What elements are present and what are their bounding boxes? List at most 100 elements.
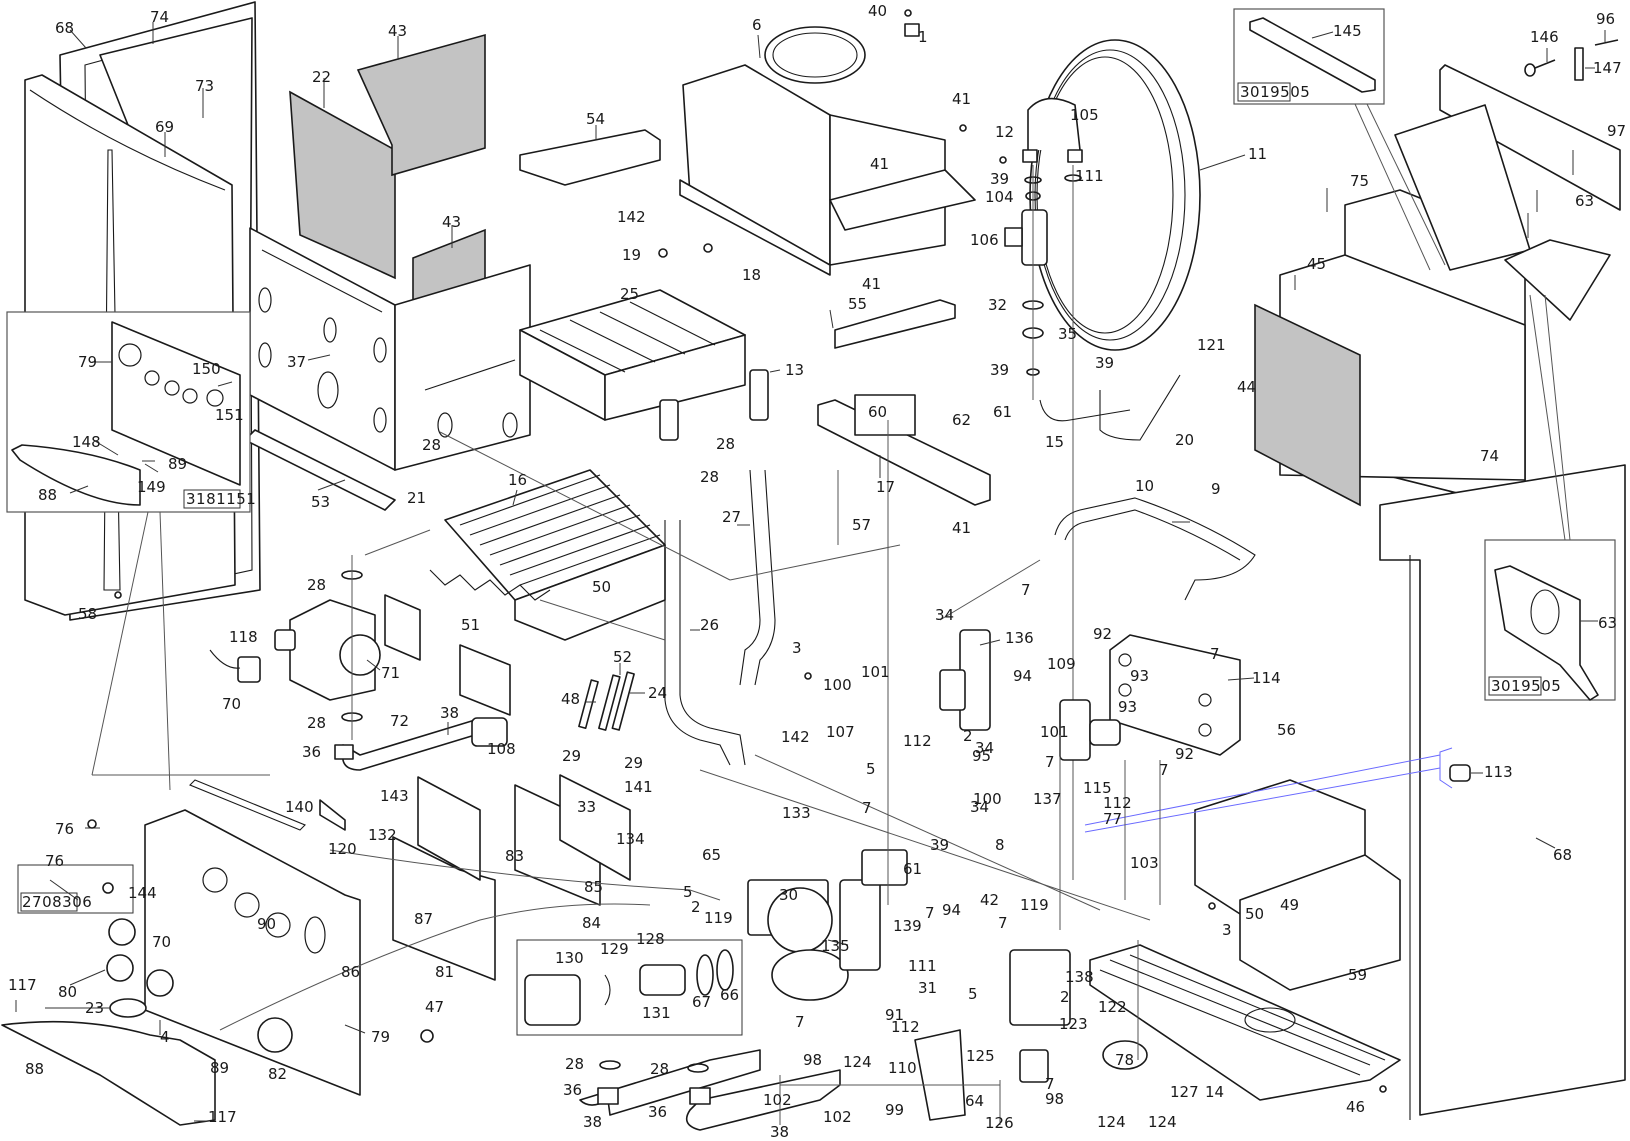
part-callout-67: 67 — [692, 993, 712, 1011]
part-callout-7: 7 — [1045, 1075, 1055, 1093]
part-callout-34: 34 — [975, 739, 995, 757]
drain-tray — [1089, 944, 1401, 1101]
part-callout-148: 148 — [72, 433, 101, 451]
part-callout-51: 51 — [461, 616, 481, 634]
inset-ref-bracket-top: 3019505 — [1240, 83, 1311, 101]
part-callout-144: 144 — [128, 884, 157, 902]
part-callout-100: 100 — [823, 676, 852, 694]
part-callout-52: 52 — [613, 648, 633, 666]
part-callout-20: 20 — [1175, 431, 1195, 449]
part-callout-111: 111 — [908, 957, 937, 975]
pressure-relief-parts — [524, 949, 734, 1026]
electrodes — [578, 663, 645, 731]
part-callout-41: 41 — [862, 275, 882, 293]
inset-ref-knob-kit: 2708306 — [22, 893, 93, 911]
part-callout-133: 133 — [782, 804, 811, 822]
part-callout-142: 142 — [781, 728, 810, 746]
part-callout-74: 74 — [1480, 447, 1500, 465]
part-callout-6: 6 — [752, 16, 762, 34]
part-callout-38: 38 — [770, 1123, 790, 1141]
part-callout-40: 40 — [868, 2, 888, 20]
part-callout-2: 2 — [1060, 988, 1070, 1006]
part-callout-120: 120 — [328, 840, 357, 858]
diverter-valve — [939, 629, 1121, 761]
chassis-plate-56 — [1194, 779, 1401, 991]
hydraulic-block — [914, 949, 1148, 1121]
part-callout-55: 55 — [848, 295, 868, 313]
bottom-pipes — [579, 1049, 841, 1131]
part-callout-146: 146 — [1530, 28, 1559, 46]
part-callout-113: 113 — [1484, 763, 1513, 781]
part-callout-109: 109 — [1047, 655, 1076, 673]
rear-frame — [1254, 64, 1621, 511]
water-pipes — [1039, 374, 1256, 601]
part-callout-112: 112 — [903, 732, 932, 750]
part-callout-92: 92 — [1175, 745, 1195, 763]
bracket-145 — [1249, 17, 1376, 93]
pump — [747, 849, 908, 1001]
part-callout-14: 14 — [1205, 1083, 1225, 1101]
part-callout-82: 82 — [268, 1065, 288, 1083]
part-callout-10: 10 — [1135, 477, 1155, 495]
fan-hood — [679, 26, 976, 276]
part-callout-138: 138 — [1065, 968, 1094, 986]
part-callout-99: 99 — [885, 1101, 905, 1119]
part-callout-15: 15 — [1045, 433, 1065, 451]
part-callout-89: 89 — [168, 455, 188, 473]
part-callout-53: 53 — [311, 493, 331, 511]
part-callout-58: 58 — [78, 605, 98, 623]
bracket-63-detail — [1494, 565, 1599, 701]
part-callout-73: 73 — [195, 77, 215, 95]
part-callout-43: 43 — [388, 22, 408, 40]
control-panel-detail — [11, 321, 241, 506]
part-callout-36: 36 — [563, 1081, 583, 1099]
part-callout-137: 137 — [1033, 790, 1062, 808]
part-callout-78: 78 — [1115, 1051, 1135, 1069]
part-callout-128: 128 — [636, 930, 665, 948]
part-callout-110: 110 — [888, 1059, 917, 1077]
part-callout-102: 102 — [823, 1108, 852, 1126]
part-callout-7: 7 — [1210, 645, 1220, 663]
small-fixings — [87, 9, 1387, 1093]
part-callout-39: 39 — [1095, 354, 1115, 372]
part-callout-124: 124 — [843, 1053, 872, 1071]
part-callout-22: 22 — [312, 68, 332, 86]
part-callout-124: 124 — [1148, 1113, 1177, 1131]
bracket-55 — [829, 299, 956, 349]
part-callout-70: 70 — [222, 695, 242, 713]
part-callout-34: 34 — [970, 798, 990, 816]
part-callout-119: 119 — [1020, 896, 1049, 914]
inset-ref-control-panel: 3181151 — [186, 490, 257, 508]
part-callout-45: 45 — [1307, 255, 1327, 273]
part-callout-18: 18 — [742, 266, 762, 284]
part-callout-7: 7 — [862, 799, 872, 817]
part-callout-61: 61 — [993, 403, 1013, 421]
part-callout-12: 12 — [995, 123, 1015, 141]
part-callout-68: 68 — [1553, 846, 1573, 864]
part-callout-29: 29 — [562, 747, 582, 765]
pcb-assembly — [189, 774, 631, 981]
part-callout-59: 59 — [1348, 966, 1368, 984]
part-callout-75: 75 — [1350, 172, 1370, 190]
gas-pipe — [334, 717, 508, 771]
part-callout-149: 149 — [137, 478, 166, 496]
part-callout-112: 112 — [1103, 794, 1132, 812]
part-callout-86: 86 — [341, 963, 361, 981]
gas-valve — [209, 555, 381, 740]
part-callout-4: 4 — [160, 1028, 170, 1046]
part-callout-134: 134 — [616, 830, 645, 848]
part-callout-117: 117 — [208, 1108, 237, 1126]
part-callout-9: 9 — [1211, 480, 1221, 498]
part-callout-60: 60 — [868, 403, 888, 421]
part-callout-121: 121 — [1197, 336, 1226, 354]
part-callout-41: 41 — [870, 155, 890, 173]
part-callout-7: 7 — [1159, 761, 1169, 779]
part-callout-7: 7 — [795, 1013, 805, 1031]
part-callout-94: 94 — [942, 901, 962, 919]
part-callout-112: 112 — [891, 1018, 920, 1036]
pressure-relief-inset-box — [516, 939, 743, 1036]
part-callout-103: 103 — [1130, 854, 1159, 872]
knob-kit-inset-box — [17, 864, 134, 914]
part-callout-101: 101 — [1040, 723, 1069, 741]
part-callout-74: 74 — [150, 8, 170, 26]
